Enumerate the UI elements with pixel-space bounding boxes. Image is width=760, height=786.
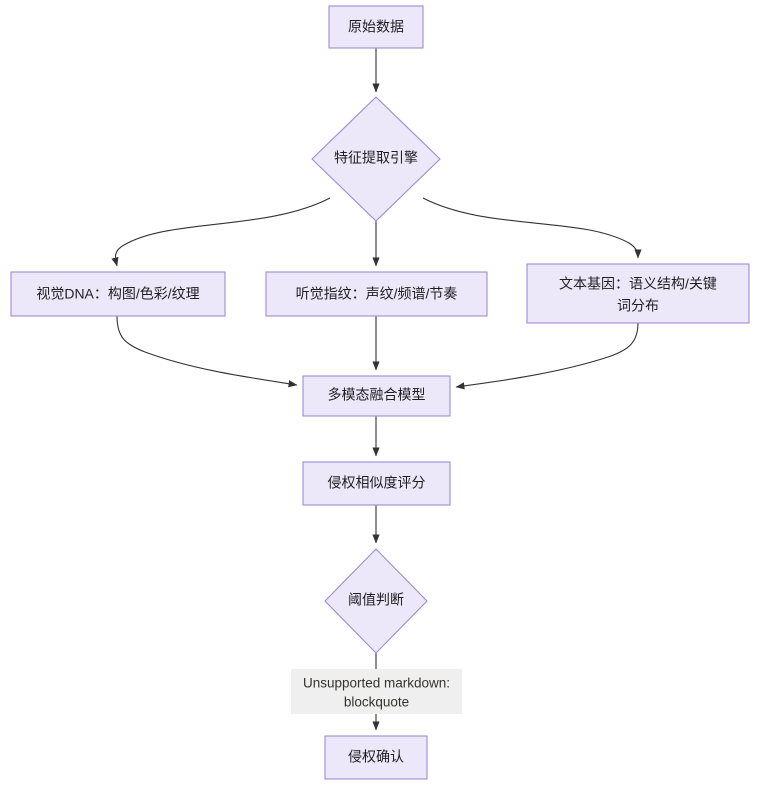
node-text-gene[interactable]: 文本基因：语义结构/关键 词分布 — [526, 263, 750, 324]
node-raw-data-shape[interactable] — [328, 5, 424, 49]
node-raw-data[interactable]: 原始数据 — [328, 5, 424, 49]
node-multimodal-fusion-model-shape[interactable] — [302, 375, 451, 417]
edge-visual-dna-to-multimodal-fusion-model — [116, 315, 298, 388]
node-feature-extraction-engine-label: 特征提取引擎 — [334, 150, 418, 166]
node-audio-fingerprint-shape[interactable] — [265, 271, 488, 317]
edge-label-line-2: blockquote — [344, 695, 409, 710]
edge-label-background — [291, 669, 462, 714]
node-text-gene-label-line-1: 文本基因：语义结构/关键 — [559, 276, 717, 292]
node-feature-extraction-engine-shape[interactable] — [311, 96, 441, 222]
node-threshold-judgment[interactable]: 阈值判断 — [324, 548, 428, 654]
node-threshold-judgment-shape[interactable] — [324, 548, 428, 654]
node-feature-extraction-engine[interactable]: 特征提取引擎 — [311, 96, 441, 222]
node-infringement-similarity-score-label: 侵权相似度评分 — [328, 475, 426, 491]
node-threshold-judgment-label: 阈值判断 — [348, 592, 404, 608]
node-visual-dna[interactable]: 视觉DNA：构图/色彩/纹理 — [10, 271, 226, 317]
edge-feature-extraction-engine-to-visual-dna — [111, 197, 331, 267]
edge-text-gene-to-multimodal-fusion-model — [455, 322, 639, 390]
edge-label-unsupported-markdown: Unsupported markdown: blockquote — [291, 669, 462, 714]
node-infringement-similarity-score-shape[interactable] — [302, 461, 451, 506]
node-text-gene-shape[interactable] — [526, 263, 750, 324]
edges-layer — [111, 48, 642, 731]
node-audio-fingerprint-label: 听觉指纹：声纹/频谱/节奏 — [296, 286, 458, 302]
node-visual-dna-shape[interactable] — [10, 271, 226, 317]
node-infringement-confirmed-shape[interactable] — [324, 735, 428, 780]
nodes-layer: 原始数据 特征提取引擎 视觉DNA：构图/色彩/纹理 听觉指纹：声纹/频谱/节奏… — [10, 5, 750, 780]
node-audio-fingerprint[interactable]: 听觉指纹：声纹/频谱/节奏 — [265, 271, 488, 317]
edge-label-line-1: Unsupported markdown: — [303, 676, 450, 691]
node-raw-data-label: 原始数据 — [348, 19, 404, 35]
node-visual-dna-label: 视觉DNA：构图/色彩/纹理 — [36, 286, 199, 302]
node-multimodal-fusion-model[interactable]: 多模态融合模型 — [302, 375, 451, 417]
node-infringement-confirmed-label: 侵权确认 — [348, 749, 404, 765]
node-infringement-similarity-score[interactable]: 侵权相似度评分 — [302, 461, 451, 506]
node-text-gene-label-line-2: 词分布 — [617, 298, 659, 314]
node-infringement-confirmed[interactable]: 侵权确认 — [324, 735, 428, 780]
edge-feature-extraction-engine-to-text-gene — [422, 197, 642, 259]
node-multimodal-fusion-model-label: 多模态融合模型 — [328, 387, 426, 403]
